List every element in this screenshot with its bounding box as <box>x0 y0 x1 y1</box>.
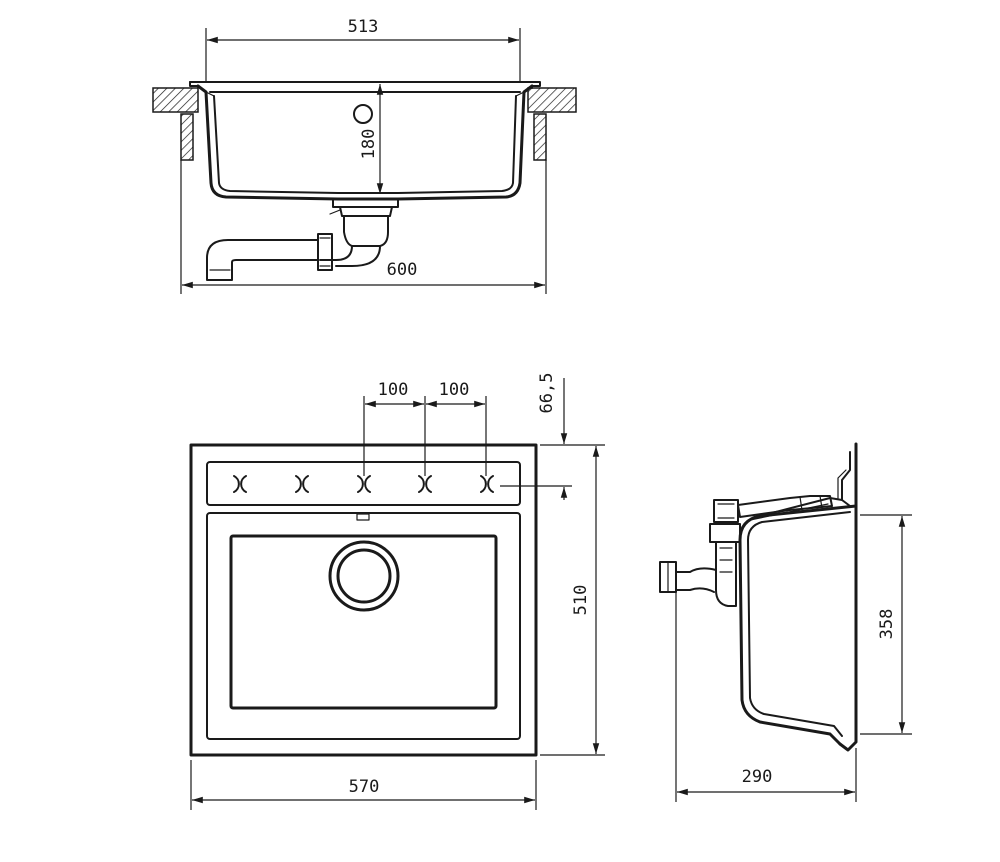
front-section-view: 513 180 600 <box>152 17 577 294</box>
countertop-right <box>527 87 577 113</box>
side-bowl-outline <box>738 504 858 746</box>
cabinet-wall-right <box>533 113 547 161</box>
drain-inner <box>336 548 392 604</box>
countertop-left <box>152 87 199 113</box>
dim-plan-width: 570 <box>349 777 380 797</box>
dim-hole-spacing-1: 100 <box>378 380 409 400</box>
bowl-inner <box>229 534 498 710</box>
side-section-view: 358 290 <box>659 442 912 802</box>
dim-side-depth: 358 <box>877 609 897 640</box>
drain-trap <box>319 245 353 261</box>
dim-plan-depth: 510 <box>571 585 591 616</box>
cabinet-wall-left <box>180 113 194 161</box>
dim-hole-offset: 66,5 <box>537 373 557 414</box>
dim-top-width: 513 <box>348 17 379 37</box>
dim-depth: 180 <box>359 129 379 160</box>
dim-side-width: 290 <box>742 767 773 787</box>
drain-body <box>332 198 399 208</box>
bowl-outline <box>196 84 534 201</box>
drain-outer <box>328 540 400 612</box>
plan-view: 100 100 66,5 510 570 <box>189 373 605 810</box>
tap-hole-markers <box>233 475 494 493</box>
overflow-hose <box>737 495 833 518</box>
side-drain-trap <box>675 567 717 593</box>
overflow-hole <box>353 104 373 124</box>
dim-hole-spacing-2: 100 <box>439 380 470 400</box>
dim-outer-width: 600 <box>387 260 418 280</box>
